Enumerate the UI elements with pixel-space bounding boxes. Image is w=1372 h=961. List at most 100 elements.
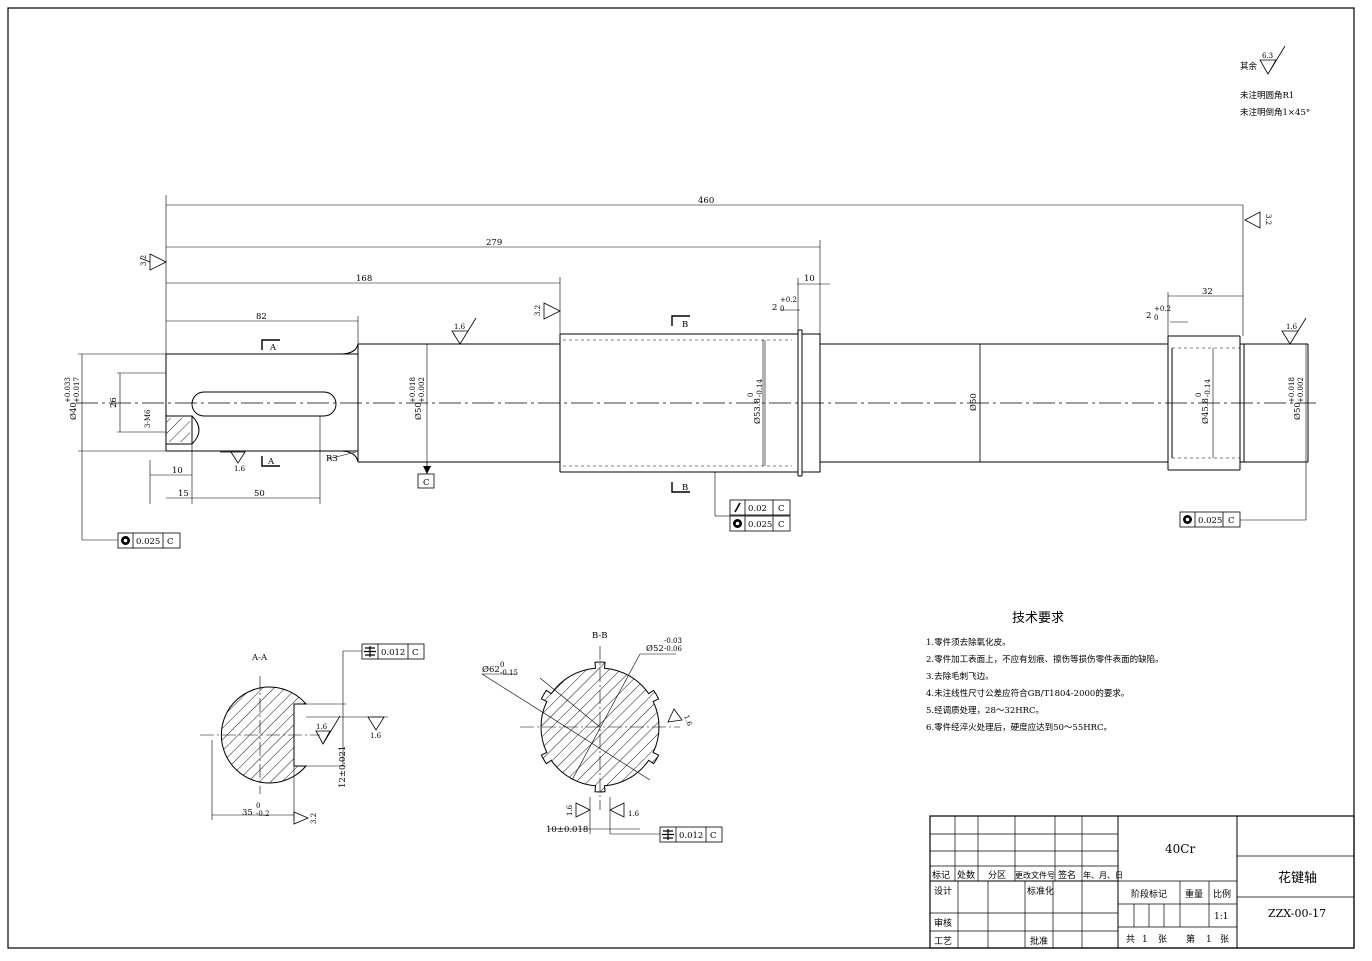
svg-text:1.6: 1.6: [628, 810, 640, 818]
dimension-text: 460 279 168 82 10 32 26 10 15 50 R3 2 +0…: [64, 196, 1305, 499]
svg-text:0.012: 0.012: [381, 648, 405, 658]
svg-text:重量: 重量: [1185, 888, 1203, 900]
svg-text:C: C: [710, 831, 717, 841]
svg-text:10: 10: [172, 466, 183, 476]
svg-text:40Cr: 40Cr: [1165, 842, 1195, 856]
svg-text:张: 张: [1220, 934, 1229, 945]
svg-text:Ø50: Ø50: [968, 393, 979, 411]
svg-text:Ø53.8: Ø53.8: [752, 398, 763, 424]
svg-text:+0.017: +0.017: [73, 377, 81, 403]
roughness-symbol-icon: [667, 708, 683, 723]
svg-text:0: 0: [256, 802, 260, 810]
svg-text:4.未注线性尺寸公差应符合GB/T1804-2000的要求。: 4.未注线性尺寸公差应符合GB/T1804-2000的要求。: [926, 688, 1129, 699]
svg-text:50: 50: [254, 489, 265, 499]
tolerance-frame-2: 0.02 C: [729, 499, 791, 516]
svg-text:Ø50: Ø50: [413, 402, 424, 420]
svg-text:标准化: 标准化: [1027, 885, 1054, 897]
svg-text:0.012: 0.012: [679, 831, 703, 841]
svg-text:C: C: [778, 504, 785, 514]
svg-text:0.025: 0.025: [136, 537, 160, 547]
svg-text:-0.15: -0.15: [500, 669, 518, 677]
svg-text:设计: 设计: [934, 885, 952, 897]
svg-text:Ø52: Ø52: [646, 643, 664, 654]
section-bb: B-B Ø62 0 -0.15 Ø52 -0.03 -0.06 10±0.018…: [481, 631, 694, 835]
journal-d40: [165, 353, 358, 452]
svg-text:R3: R3: [326, 454, 338, 464]
svg-text:B-B: B-B: [592, 631, 608, 641]
svg-text:168: 168: [356, 274, 372, 284]
title-block-text: 标记 处数 分区 更改文件号 签名 年、月、日 设计 标准化 审核 工艺 批准 …: [932, 842, 1326, 947]
svg-text:3-M6: 3-M6: [144, 409, 152, 428]
tolerance-frame-4: 0.025 C: [1179, 511, 1241, 528]
svg-text:6.零件经淬火处理后，硬度应达到50～55HRC。: 6.零件经淬火处理后，硬度应达到50～55HRC。: [926, 722, 1112, 733]
svg-text:技术要求: 技术要求: [1012, 611, 1064, 626]
title-block: [929, 815, 1355, 949]
svg-text:0.025: 0.025: [748, 520, 772, 530]
shaft-main-view: [76, 329, 1316, 477]
svg-text:更改文件号: 更改文件号: [1015, 870, 1055, 880]
svg-text:12±0.021: 12±0.021: [338, 746, 348, 788]
svg-text:6.3: 6.3: [1262, 52, 1273, 60]
svg-text:279: 279: [486, 238, 502, 248]
svg-text:0: 0: [780, 305, 784, 313]
svg-text:签名: 签名: [1058, 869, 1076, 881]
svg-text:0: 0: [747, 393, 755, 397]
tapped-hole: [166, 415, 193, 445]
drawing-border: [7, 7, 1355, 949]
svg-text:B: B: [682, 320, 688, 330]
datum-c: C: [417, 462, 435, 489]
general-notes: 其余 6.3 未注明圆角R1 未注明倒角1×45°: [1240, 45, 1310, 118]
section-d50-c: [1239, 336, 1309, 470]
roughness-symbol-icon: [543, 302, 561, 320]
svg-text:0: 0: [500, 661, 504, 669]
keyway: [191, 391, 337, 417]
svg-text:-0.03: -0.03: [664, 637, 682, 645]
svg-text:+0.2: +0.2: [1154, 305, 1171, 313]
svg-text:Ø45.8: Ø45.8: [1200, 398, 1211, 424]
svg-text:C: C: [167, 537, 174, 547]
svg-text:审核: 审核: [934, 917, 952, 929]
roughness-symbol-icon: [367, 716, 385, 731]
svg-text:比例: 比例: [1213, 888, 1231, 900]
dimension-lines: [78, 195, 1307, 541]
roughness-symbol-icon: [1244, 211, 1261, 229]
roughness-symbol-icon: [451, 317, 477, 345]
svg-text:3.2: 3.2: [140, 255, 148, 266]
svg-text:3.2: 3.2: [310, 813, 318, 824]
svg-text:C: C: [412, 648, 419, 658]
svg-text:1.6: 1.6: [566, 804, 574, 816]
svg-text:Ø50: Ø50: [1292, 402, 1303, 420]
svg-text:共: 共: [1126, 934, 1135, 945]
svg-text:1: 1: [1206, 935, 1212, 945]
svg-text:1: 1: [1142, 935, 1148, 945]
roughness-symbol-icon: [315, 715, 341, 745]
svg-text:1.6: 1.6: [316, 723, 328, 731]
svg-text:1.6: 1.6: [234, 465, 246, 473]
svg-text:张: 张: [1158, 934, 1167, 945]
technical-requirements: 技术要求 1.零件须去除氧化皮。 2.零件加工表面上，不应有划痕、擦伤等损伤零件…: [926, 611, 1164, 733]
roughness-symbol-icon: [139, 253, 167, 271]
svg-text:1.6: 1.6: [682, 714, 694, 728]
runout-icon: [734, 502, 741, 513]
svg-text:0.02: 0.02: [748, 504, 767, 514]
svg-text:0: 0: [1154, 314, 1158, 322]
svg-text:2: 2: [772, 303, 777, 313]
svg-text:-0.06: -0.06: [664, 645, 682, 653]
svg-text:35: 35: [242, 808, 253, 818]
svg-text:花键轴: 花键轴: [1278, 870, 1317, 886]
svg-text:A: A: [269, 343, 277, 353]
svg-text:+0.033: +0.033: [64, 377, 72, 403]
svg-text:1.6: 1.6: [1286, 323, 1298, 331]
roughness-marks: 3.2 3.2 3.2 1.6 1.6 1.6: [139, 211, 1307, 473]
svg-text:+0.002: +0.002: [418, 377, 426, 403]
roughness-symbol-icon: [220, 451, 246, 464]
svg-text:26: 26: [109, 397, 119, 408]
tolerance-frame-3: 0.025 C: [729, 515, 791, 532]
svg-text:15: 15: [178, 489, 189, 499]
svg-text:3.2: 3.2: [1264, 214, 1272, 225]
svg-text:+0.2: +0.2: [780, 296, 797, 304]
svg-text:ZZX-00-17: ZZX-00-17: [1268, 907, 1326, 920]
relief-top: [339, 343, 359, 355]
svg-text:标记: 标记: [932, 869, 950, 881]
